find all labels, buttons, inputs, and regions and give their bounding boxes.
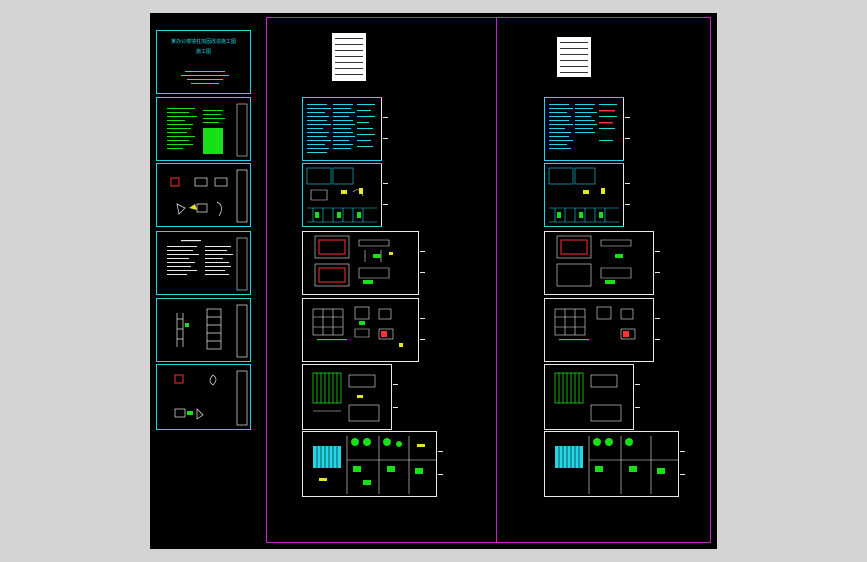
left-sheet-plan-2[interactable] — [302, 298, 425, 362]
right-sheet-framing[interactable] — [544, 364, 640, 430]
title-block — [653, 299, 661, 361]
right-sheet-notes[interactable] — [544, 97, 630, 161]
title-block — [623, 164, 631, 226]
legend-table-right — [557, 37, 591, 77]
title-block — [623, 98, 631, 160]
title-block — [678, 432, 686, 496]
left-sheet-plan-1[interactable] — [302, 231, 425, 295]
right-sheet-details-content — [548, 167, 619, 223]
thumb-sheet-5[interactable] — [156, 364, 251, 430]
right-sheet-plan-1-content — [556, 235, 632, 287]
title-block — [381, 98, 389, 160]
thumb-1-content — [167, 103, 248, 157]
right-sheet-plan-2[interactable] — [544, 298, 660, 362]
legend-table-left — [332, 33, 366, 81]
title-block — [381, 164, 389, 226]
left-sheet-sections-content — [313, 436, 437, 494]
title-block — [653, 232, 661, 294]
thumb-sheet-4[interactable] — [156, 298, 251, 362]
left-sheet-plan-2-content — [312, 306, 403, 347]
title-block — [418, 299, 426, 361]
thumb-3-content — [167, 237, 248, 291]
cover-text-lines — [181, 71, 229, 84]
right-sheet-notes-content — [549, 104, 617, 149]
thumb-sheet-2[interactable] — [156, 163, 251, 227]
right-sheet-plan-2-content — [554, 306, 636, 341]
left-sheet-details-content — [306, 167, 377, 223]
thumb-4-content — [176, 304, 248, 358]
title-block — [418, 232, 426, 294]
left-sheet-notes[interactable] — [302, 97, 388, 161]
thumb-2-content — [170, 169, 248, 223]
thumb-sheet-1[interactable] — [156, 97, 251, 161]
title-block — [633, 365, 641, 429]
right-sheet-plan-1[interactable] — [544, 231, 660, 295]
cover-subtitle: 施工图 — [195, 49, 211, 55]
title-block — [436, 432, 444, 496]
right-sheet-details[interactable] — [544, 163, 630, 227]
left-sheet-sections[interactable] — [302, 431, 443, 497]
left-sheet-framing[interactable] — [302, 364, 398, 430]
cover-sheet: 某办公楼墙柱加固改造施工图 施工图 — [156, 30, 251, 94]
left-sheet-plan-1-content — [314, 235, 393, 287]
title-block — [391, 365, 399, 429]
left-sheet-notes-content — [307, 104, 375, 153]
right-sheet-sections[interactable] — [544, 431, 685, 497]
right-sheet-sections-content — [555, 436, 679, 494]
left-sheet-details[interactable] — [302, 163, 388, 227]
cover-title: 某办公楼墙柱加固改造施工图 — [170, 39, 236, 45]
thumb-sheet-3[interactable] — [156, 231, 251, 295]
drawing-frame-right[interactable] — [496, 17, 711, 543]
right-sheet-framing-content — [554, 372, 622, 422]
left-sheet-framing-content — [312, 372, 380, 422]
thumb-5-content — [174, 370, 248, 426]
cad-drawing-viewport[interactable]: 某办公楼墙柱加固改造施工图 施工图 — [150, 13, 717, 549]
